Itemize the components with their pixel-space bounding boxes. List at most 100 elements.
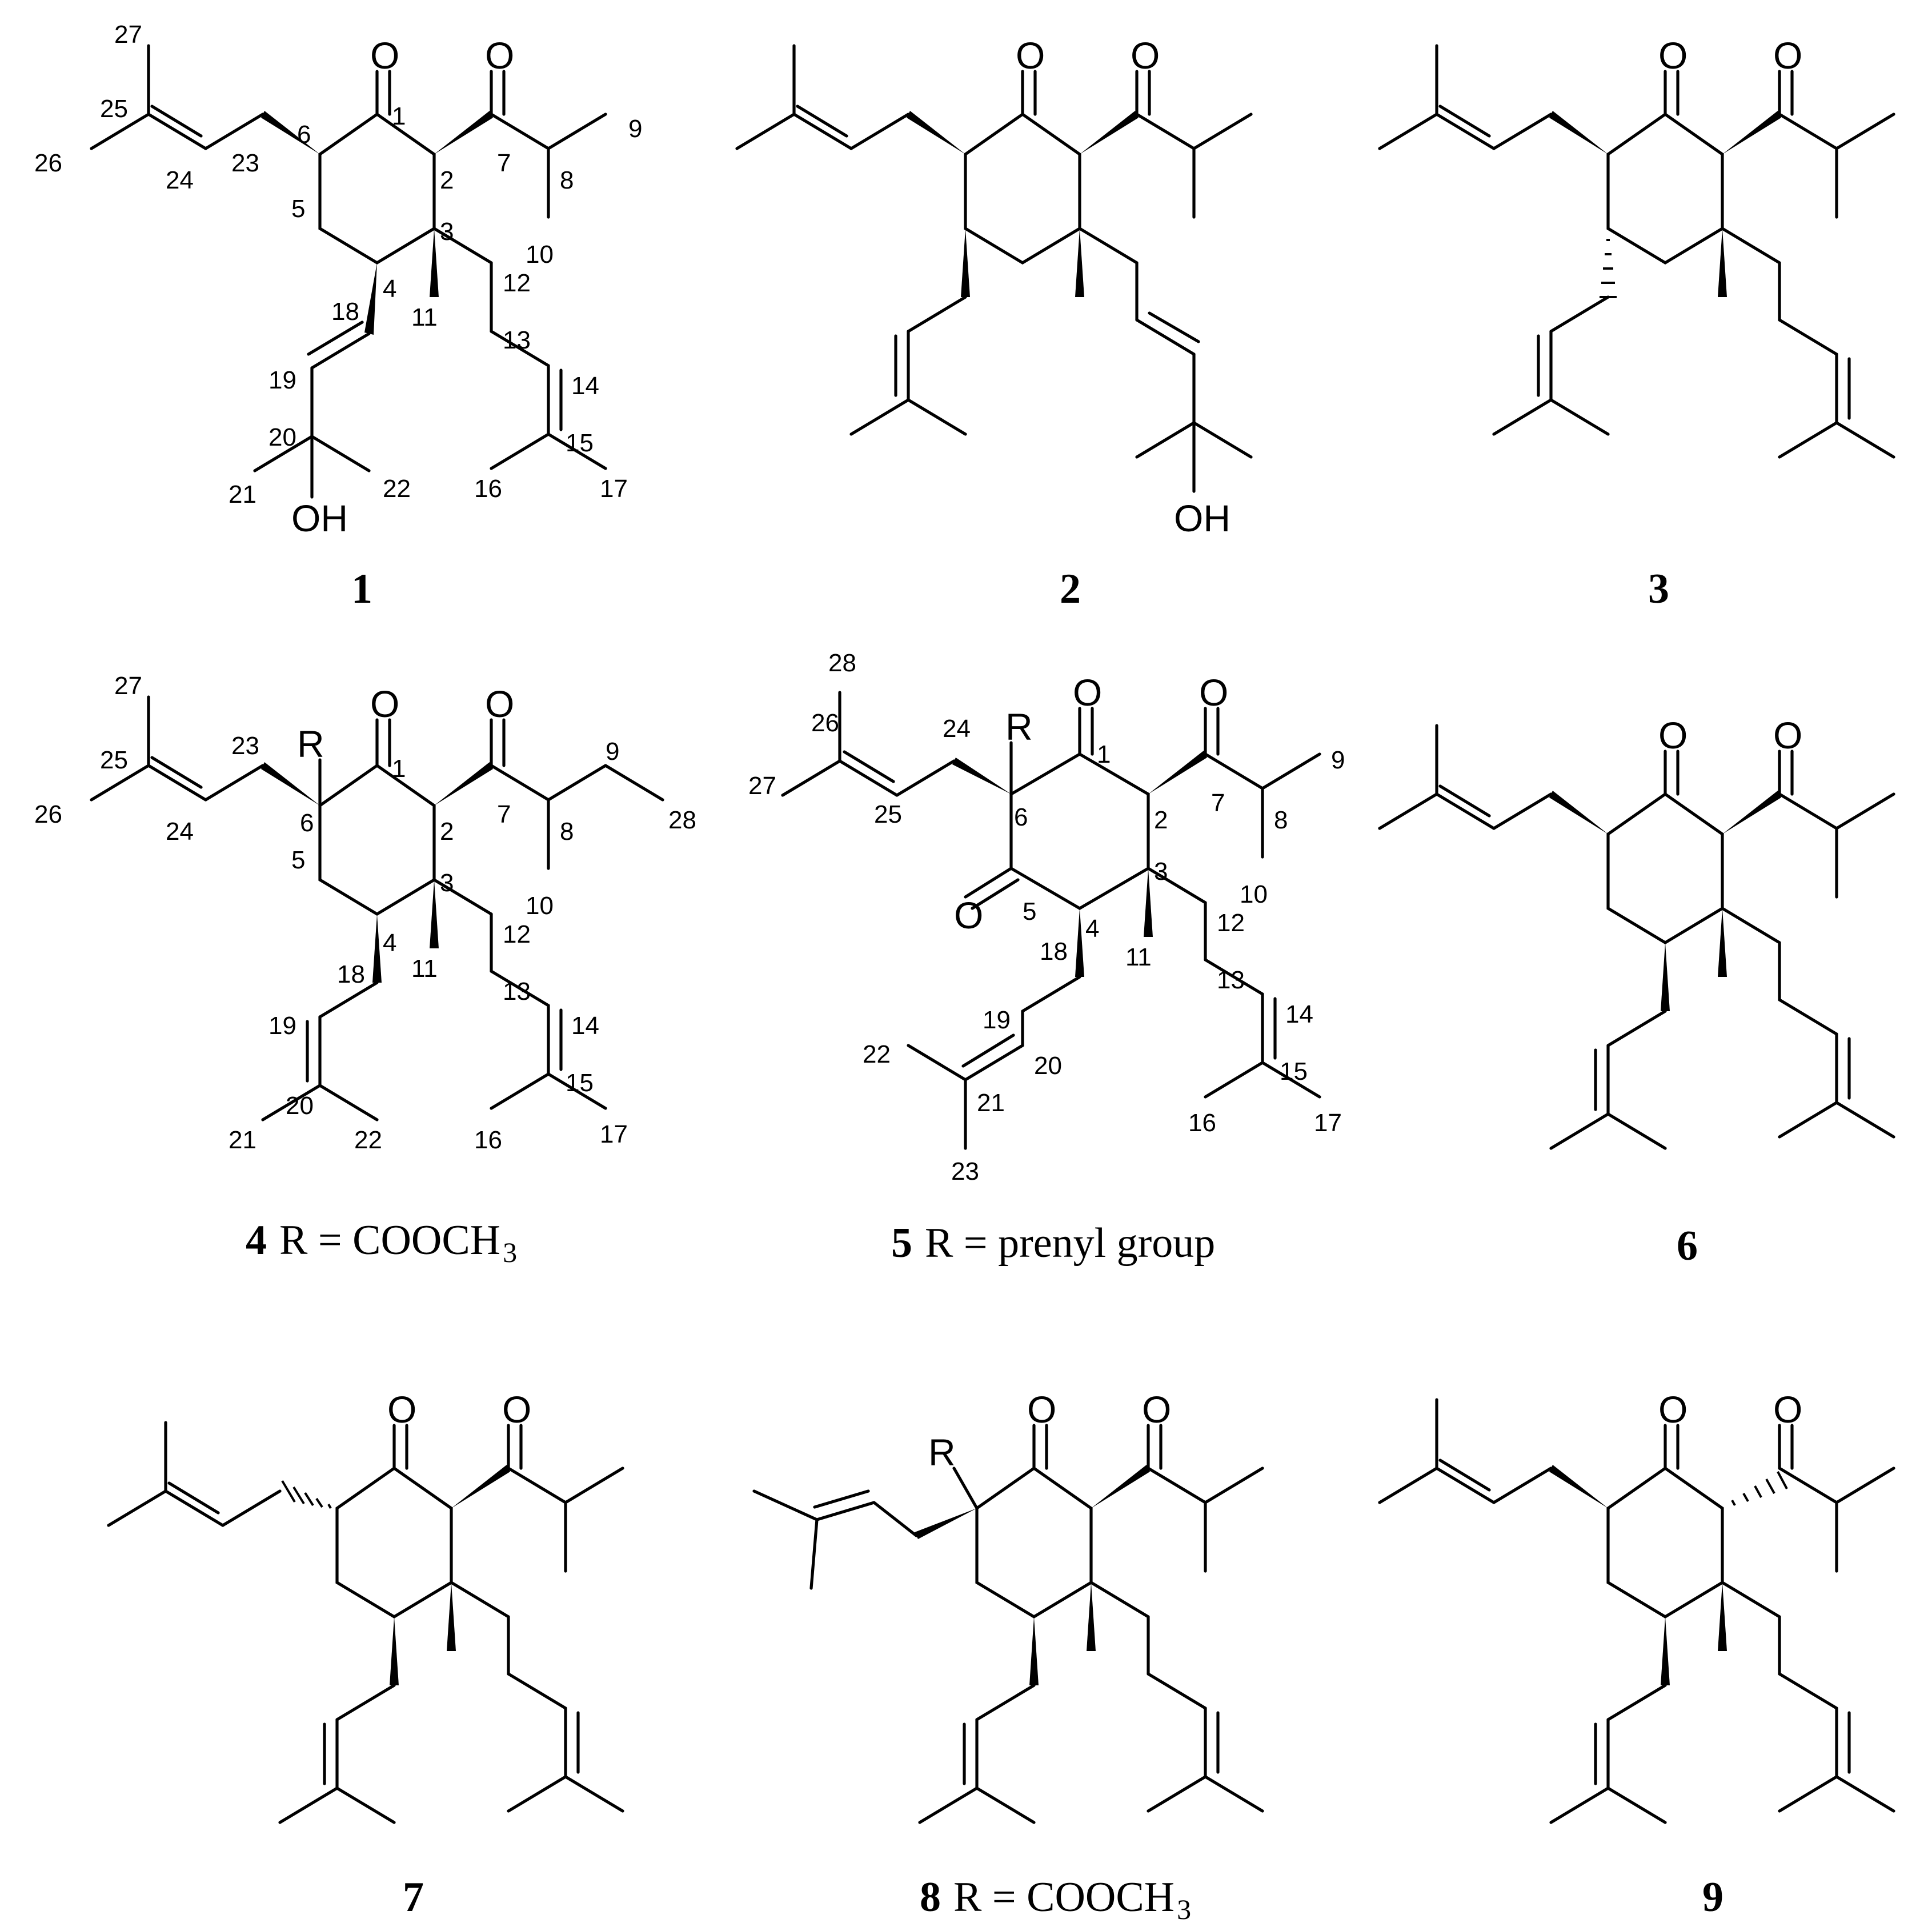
c5-label-18: 18 [1040,938,1068,965]
c4-label-9: 9 [606,738,619,766]
c1-label-2: 2 [440,166,454,194]
c5-label-15: 15 [1280,1057,1308,1085]
c1-label-16: 16 [474,475,502,503]
c4-label-26: 26 [34,800,62,828]
compound-9-id: 9 [1702,1874,1723,1921]
c4-label-22: 22 [354,1126,382,1154]
c4-label-15: 15 [566,1069,594,1097]
c5-label-20: 20 [1034,1052,1062,1080]
c4-label-12: 12 [503,920,531,948]
compound-2-structure: O O OH 2 [735,34,1253,612]
compound-2-hydroxyl: OH [1174,497,1230,539]
c5-label-27: 27 [748,772,776,800]
c1-label-7: 7 [497,149,511,177]
compound-7-id: 7 [403,1874,424,1921]
c4-label-13: 13 [503,977,531,1005]
c4-label-1: 1 [392,755,406,783]
c5-label-14: 14 [1285,1000,1313,1028]
c4-label-21: 21 [229,1126,256,1154]
compound-1-oxygen-2: O [485,34,514,77]
c4-label-6: 6 [300,809,314,837]
compound-1-id: 1 [351,566,372,612]
c5-label-11: 11 [1125,943,1152,971]
compound-4-oxygen-2: O [485,683,514,725]
c4-label-4: 4 [383,929,396,957]
c1-label-20: 20 [268,423,296,451]
compound-1-structure: O O OH 1 2 3 4 5 6 7 8 9 10 11 12 13 14 … [34,21,642,612]
c1-label-1: 1 [392,102,406,130]
c4-label-11: 11 [411,955,438,983]
compound-1-oxygen-1: O [370,34,399,77]
compound-7-oxygen-2: O [502,1388,531,1431]
c4-label-24: 24 [166,818,194,846]
c4-label-3: 3 [440,869,454,897]
c5-label-5: 5 [1023,898,1036,926]
c4-label-16: 16 [474,1126,502,1154]
compound-5-oxygen-3: O [954,894,983,936]
c1-label-18: 18 [331,298,359,326]
c5-label-16: 16 [1188,1109,1216,1137]
compound-5-caption: 5 R = prenyl group [891,1220,1215,1267]
c5-label-19: 19 [983,1006,1011,1034]
c5-label-26: 26 [811,709,839,737]
c4-label-25: 25 [100,746,128,774]
compound-6-oxygen-2: O [1773,714,1802,756]
c1-label-24: 24 [166,166,194,194]
c5-label-4: 4 [1085,915,1099,943]
compound-6-structure: O O 6 [1378,714,1895,1269]
c1-label-19: 19 [268,366,296,394]
c1-label-21: 21 [229,480,256,508]
compound-6-oxygen-1: O [1658,714,1688,756]
c1-label-23: 23 [231,149,259,177]
compound-3-oxygen-1: O [1658,34,1688,77]
compound-3-structure: O O 3 [1378,34,1895,612]
compound-3-id: 3 [1648,566,1669,612]
compound-9-structure: O O 9 [1378,1388,1895,1921]
compound-2-oxygen-2: O [1131,34,1160,77]
compound-9-oxygen-2: O [1773,1388,1802,1431]
compound-8-structure: O O R 8 R = COOCH 3 [752,1388,1264,1925]
compound-5-oxygen-1: O [1073,671,1102,714]
c5-label-13: 13 [1217,966,1245,994]
c1-label-11: 11 [411,303,438,331]
compound-5-r-group: R [1005,706,1033,748]
c1-label-15: 15 [566,429,594,457]
compound-5-oxygen-2: O [1199,671,1228,714]
compound-8-caption: 8 R = COOCH 3 [920,1874,1191,1925]
c5-label-22: 22 [863,1040,891,1068]
c4-label-8: 8 [560,818,574,846]
c5-label-8: 8 [1274,806,1288,834]
c1-label-5: 5 [291,195,305,223]
compound-8-oxygen-2: O [1142,1388,1171,1431]
compound-7-oxygen-1: O [387,1388,416,1431]
c4-label-10: 10 [526,892,554,920]
c4-label-18: 18 [337,960,365,988]
c5-label-24: 24 [943,715,971,743]
c5-label-6: 6 [1014,803,1028,831]
compound-4-caption: 4 R = COOCH 3 [246,1217,517,1268]
c5-label-3: 3 [1154,858,1168,886]
compound-1-hydroxyl: OH [291,497,348,539]
c4-label-19: 19 [268,1012,296,1040]
c1-label-9: 9 [628,115,642,143]
compound-4-r-group: R [297,723,324,765]
compound-4-oxygen-1: O [370,683,399,725]
c5-label-28: 28 [828,649,856,677]
c5-label-9: 9 [1331,746,1345,774]
c5-label-25: 25 [874,800,902,828]
c1-label-3: 3 [440,218,454,246]
c4-label-7: 7 [497,800,511,828]
c5-label-23: 23 [951,1157,979,1185]
c4-label-28: 28 [668,806,696,834]
compound-5-structure: O O O R 1 2 3 4 5 6 7 8 9 10 11 12 13 14… [748,649,1345,1267]
compound-8-r-group: R [928,1431,956,1473]
c1-label-8: 8 [560,166,574,194]
c1-label-10: 10 [526,241,554,269]
compound-3-oxygen-2: O [1773,34,1802,77]
compound-6-id: 6 [1677,1223,1698,1269]
compound-2-oxygen-1: O [1016,34,1045,77]
c5-label-10: 10 [1240,880,1268,908]
c5-label-17: 17 [1314,1109,1342,1137]
